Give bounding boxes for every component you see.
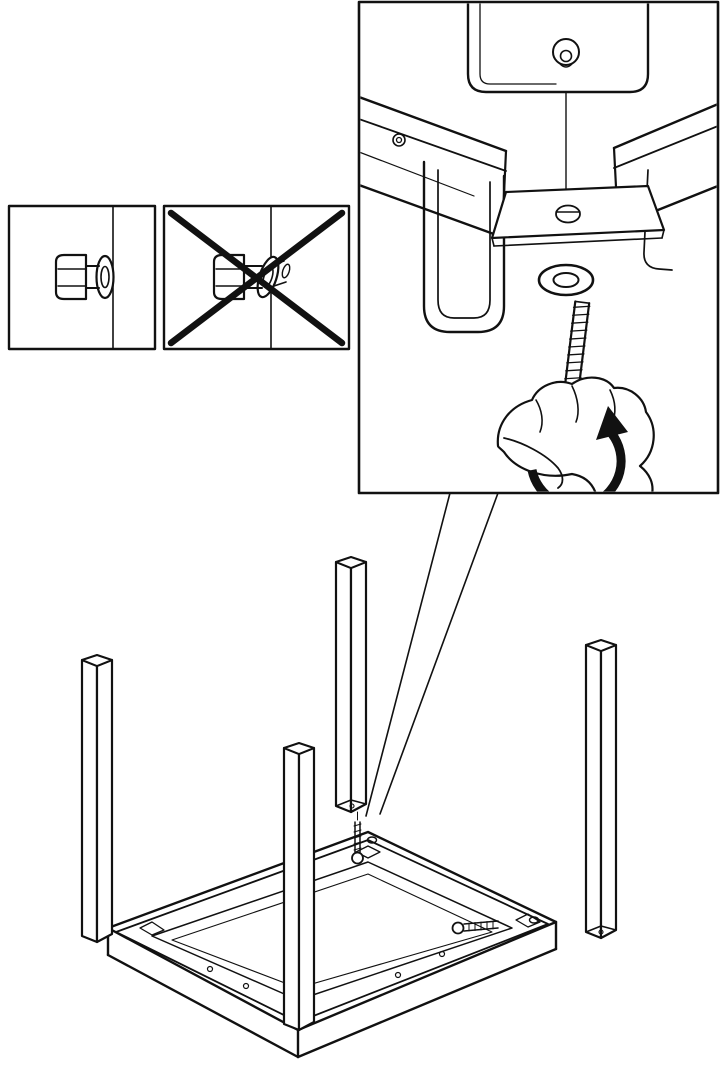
washer-icon xyxy=(537,263,595,297)
leg-bolt-hole-icon xyxy=(552,38,580,68)
vertical-bolt-icon xyxy=(351,811,364,865)
rotation-arrow-icon xyxy=(527,406,628,492)
washer-inner xyxy=(100,265,110,289)
leg-right-exploded xyxy=(584,639,618,940)
prohibition-cross-icon xyxy=(167,209,346,347)
correct-fastener-panel xyxy=(7,204,157,351)
leg-back-exploded xyxy=(334,556,368,814)
bolt-threads xyxy=(564,305,591,380)
right-bracket-edge xyxy=(643,169,673,271)
corner-bracket-plate-icon xyxy=(490,184,666,247)
back-corner-hole xyxy=(366,836,378,844)
bracket-hole-icon xyxy=(555,204,581,224)
leg-insert-hole xyxy=(598,929,604,935)
apron-fitting-dots xyxy=(206,950,446,990)
table-assembly xyxy=(80,556,618,1059)
rail-screw-icon xyxy=(392,133,406,147)
hex-head xyxy=(54,253,88,301)
bolt-head xyxy=(451,921,465,935)
bolt-head xyxy=(351,851,364,865)
table-frame xyxy=(106,830,558,1059)
right-corner-hole xyxy=(528,916,540,924)
corner-bracket-clamp-icon xyxy=(422,160,506,334)
incorrect-fastener-panel xyxy=(162,204,351,351)
leg-insert-hole xyxy=(349,803,355,809)
fastener-comparison xyxy=(7,204,351,351)
horizontal-bolt-icon xyxy=(451,920,499,935)
detail-leg-end xyxy=(466,3,650,94)
thumb-line xyxy=(503,437,564,489)
bolt-with-washer-icon xyxy=(54,253,115,301)
leg-back-left xyxy=(80,654,114,944)
washer-outer xyxy=(95,254,115,300)
detail-left-rail xyxy=(360,96,508,239)
leg-front xyxy=(282,742,316,1032)
callout-pointer-lines xyxy=(365,492,499,817)
detail-inset xyxy=(357,0,720,495)
